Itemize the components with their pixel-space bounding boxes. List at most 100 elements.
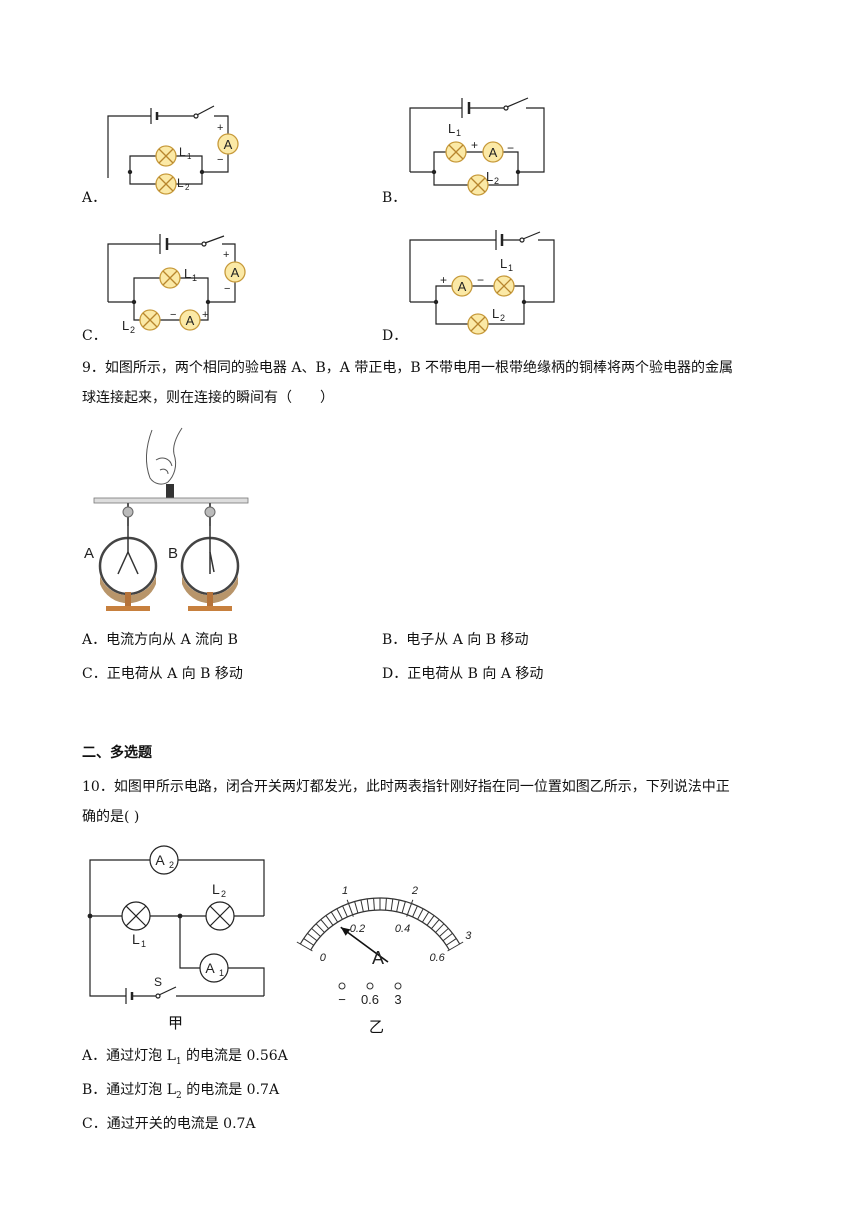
svg-text:+: +: [202, 309, 208, 321]
meter-tick: [311, 928, 321, 937]
q10-option-a[interactable]: A．通过灯泡 L1 的电流是 0.56A: [82, 1048, 288, 1067]
q8-option-d-letter[interactable]: D．: [382, 328, 408, 344]
q9-option-d[interactable]: D．正电荷从 B 向 A 移动: [382, 666, 544, 682]
svg-text:2: 2: [169, 860, 174, 870]
svg-text:L: L: [492, 306, 499, 321]
meter-tick: [435, 923, 445, 933]
svg-text:−: −: [170, 309, 176, 321]
meter-tick: [296, 941, 313, 952]
meter-tick: [442, 932, 453, 942]
electroscope-a-label: A: [84, 545, 94, 562]
meter-tick: [421, 911, 430, 923]
svg-text:2: 2: [130, 325, 135, 335]
svg-text:L: L: [486, 169, 493, 184]
meter-tick: [366, 898, 370, 911]
meter-tick: [336, 908, 343, 920]
q9-stem-line1: 9．如图所示，两个相同的验电器 A、B，A 带正电，B 不带电用一根带绝缘柄的铜…: [82, 360, 734, 376]
figure-caption-yi: 乙: [369, 1018, 385, 1036]
q8-option-c-letter[interactable]: C．: [82, 328, 107, 344]
q9-option-c[interactable]: C．正电荷从 A 向 B 移动: [82, 666, 243, 682]
q10-option-c[interactable]: C．通过开关的电流是 0.7A: [82, 1116, 256, 1132]
svg-text:+: +: [440, 273, 447, 287]
figure-caption-jia: 甲: [168, 1014, 184, 1032]
meter-tick: [320, 919, 329, 930]
svg-text:1: 1: [187, 152, 192, 161]
svg-text:1: 1: [192, 273, 197, 283]
q10-stem: 10．如图甲所示电路，闭合开关两灯都发光，此时两表指针刚好指在同一位置如图乙所示…: [82, 772, 782, 832]
q10-stem-line1: 10．如图甲所示电路，闭合开关两灯都发光，此时两表指针刚好指在同一位置如图乙所示…: [82, 779, 730, 795]
meter-tick: [303, 938, 314, 946]
svg-text:L: L: [184, 266, 191, 281]
svg-text:L: L: [448, 121, 455, 136]
meter-needle: [340, 926, 389, 963]
meter-tick: [373, 898, 375, 911]
svg-text:L: L: [177, 176, 184, 190]
q9-option-a[interactable]: A．电流方向从 A 流向 B: [82, 632, 238, 648]
svg-text:1: 1: [456, 128, 461, 138]
q10-option-b[interactable]: B．通过灯泡 L2 的电流是 0.7A: [82, 1082, 280, 1101]
meter-upper-scale-label: 3: [465, 930, 472, 942]
svg-text:A: A: [186, 313, 195, 328]
svg-text:−: −: [507, 141, 514, 155]
svg-text:A: A: [489, 145, 498, 160]
q9-stem-line2: 球连接起来，则在连接的瞬间有（ ）: [82, 390, 334, 406]
q8-option-a-letter[interactable]: A．: [82, 190, 107, 206]
meter-lower-scale-label: 0: [320, 952, 327, 964]
meter-needle-tip: [340, 927, 351, 936]
meter-tick: [354, 901, 359, 914]
q9-stem: 9．如图所示，两个相同的验电器 A、B，A 带正电，B 不带电用一根带绝缘柄的铜…: [82, 353, 782, 413]
svg-text:1: 1: [508, 263, 513, 273]
svg-text:L: L: [500, 256, 507, 271]
svg-text:A: A: [231, 265, 240, 280]
ammeter-a2-label: A: [155, 852, 165, 868]
meter-tick: [330, 911, 339, 923]
svg-text:2: 2: [221, 889, 226, 899]
meter-tick: [412, 905, 418, 918]
meter-tick: [426, 915, 435, 926]
meter-tick: [390, 898, 394, 911]
svg-text:1: 1: [141, 939, 146, 949]
meter-tick: [385, 898, 387, 911]
terminal-0-6: 0.6: [361, 992, 379, 1007]
svg-text:+: +: [471, 138, 478, 152]
meter-tick: [360, 899, 364, 912]
meter-tick: [401, 901, 406, 914]
q9-option-b[interactable]: B．电子从 A 向 B 移动: [382, 632, 529, 648]
svg-text:−: −: [224, 283, 230, 295]
meter-symbol: A: [372, 948, 384, 968]
terminal-3: 3: [394, 992, 401, 1007]
svg-text:A: A: [458, 279, 467, 294]
meter-tick: [439, 928, 449, 937]
ammeter-symbol: A: [224, 137, 233, 152]
meter-tick: [396, 899, 400, 912]
lamp-l2-label: L: [212, 881, 220, 897]
meter-tick: [315, 923, 325, 933]
electroscope-figure: A B: [82, 426, 252, 616]
svg-text:2: 2: [185, 183, 190, 192]
hand-illustration: [145, 427, 183, 485]
lamp-l1-label: L: [132, 931, 140, 947]
svg-text:+: +: [217, 122, 223, 134]
svg-text:1: 1: [219, 968, 224, 978]
ammeter-a1-label: A: [205, 960, 215, 976]
q8-option-b-letter[interactable]: B．: [382, 190, 407, 206]
terminal-negative: −: [338, 992, 346, 1007]
svg-text:2: 2: [494, 176, 499, 186]
meter-lower-scale-label: 0.2: [350, 923, 365, 935]
meter-tick: [342, 905, 348, 918]
meter-lower-scale-label: 0.4: [395, 923, 410, 935]
meter-tick: [346, 899, 354, 917]
svg-text:L: L: [179, 145, 186, 159]
meter-upper-scale-label: 2: [411, 885, 418, 897]
meter-tick: [417, 908, 424, 920]
svg-text:+: +: [223, 249, 229, 261]
meter-tick: [446, 938, 457, 946]
meter-tick: [307, 932, 318, 942]
meter-tick: [431, 919, 440, 930]
meter-tick: [447, 941, 464, 952]
svg-text:L: L: [122, 318, 129, 333]
